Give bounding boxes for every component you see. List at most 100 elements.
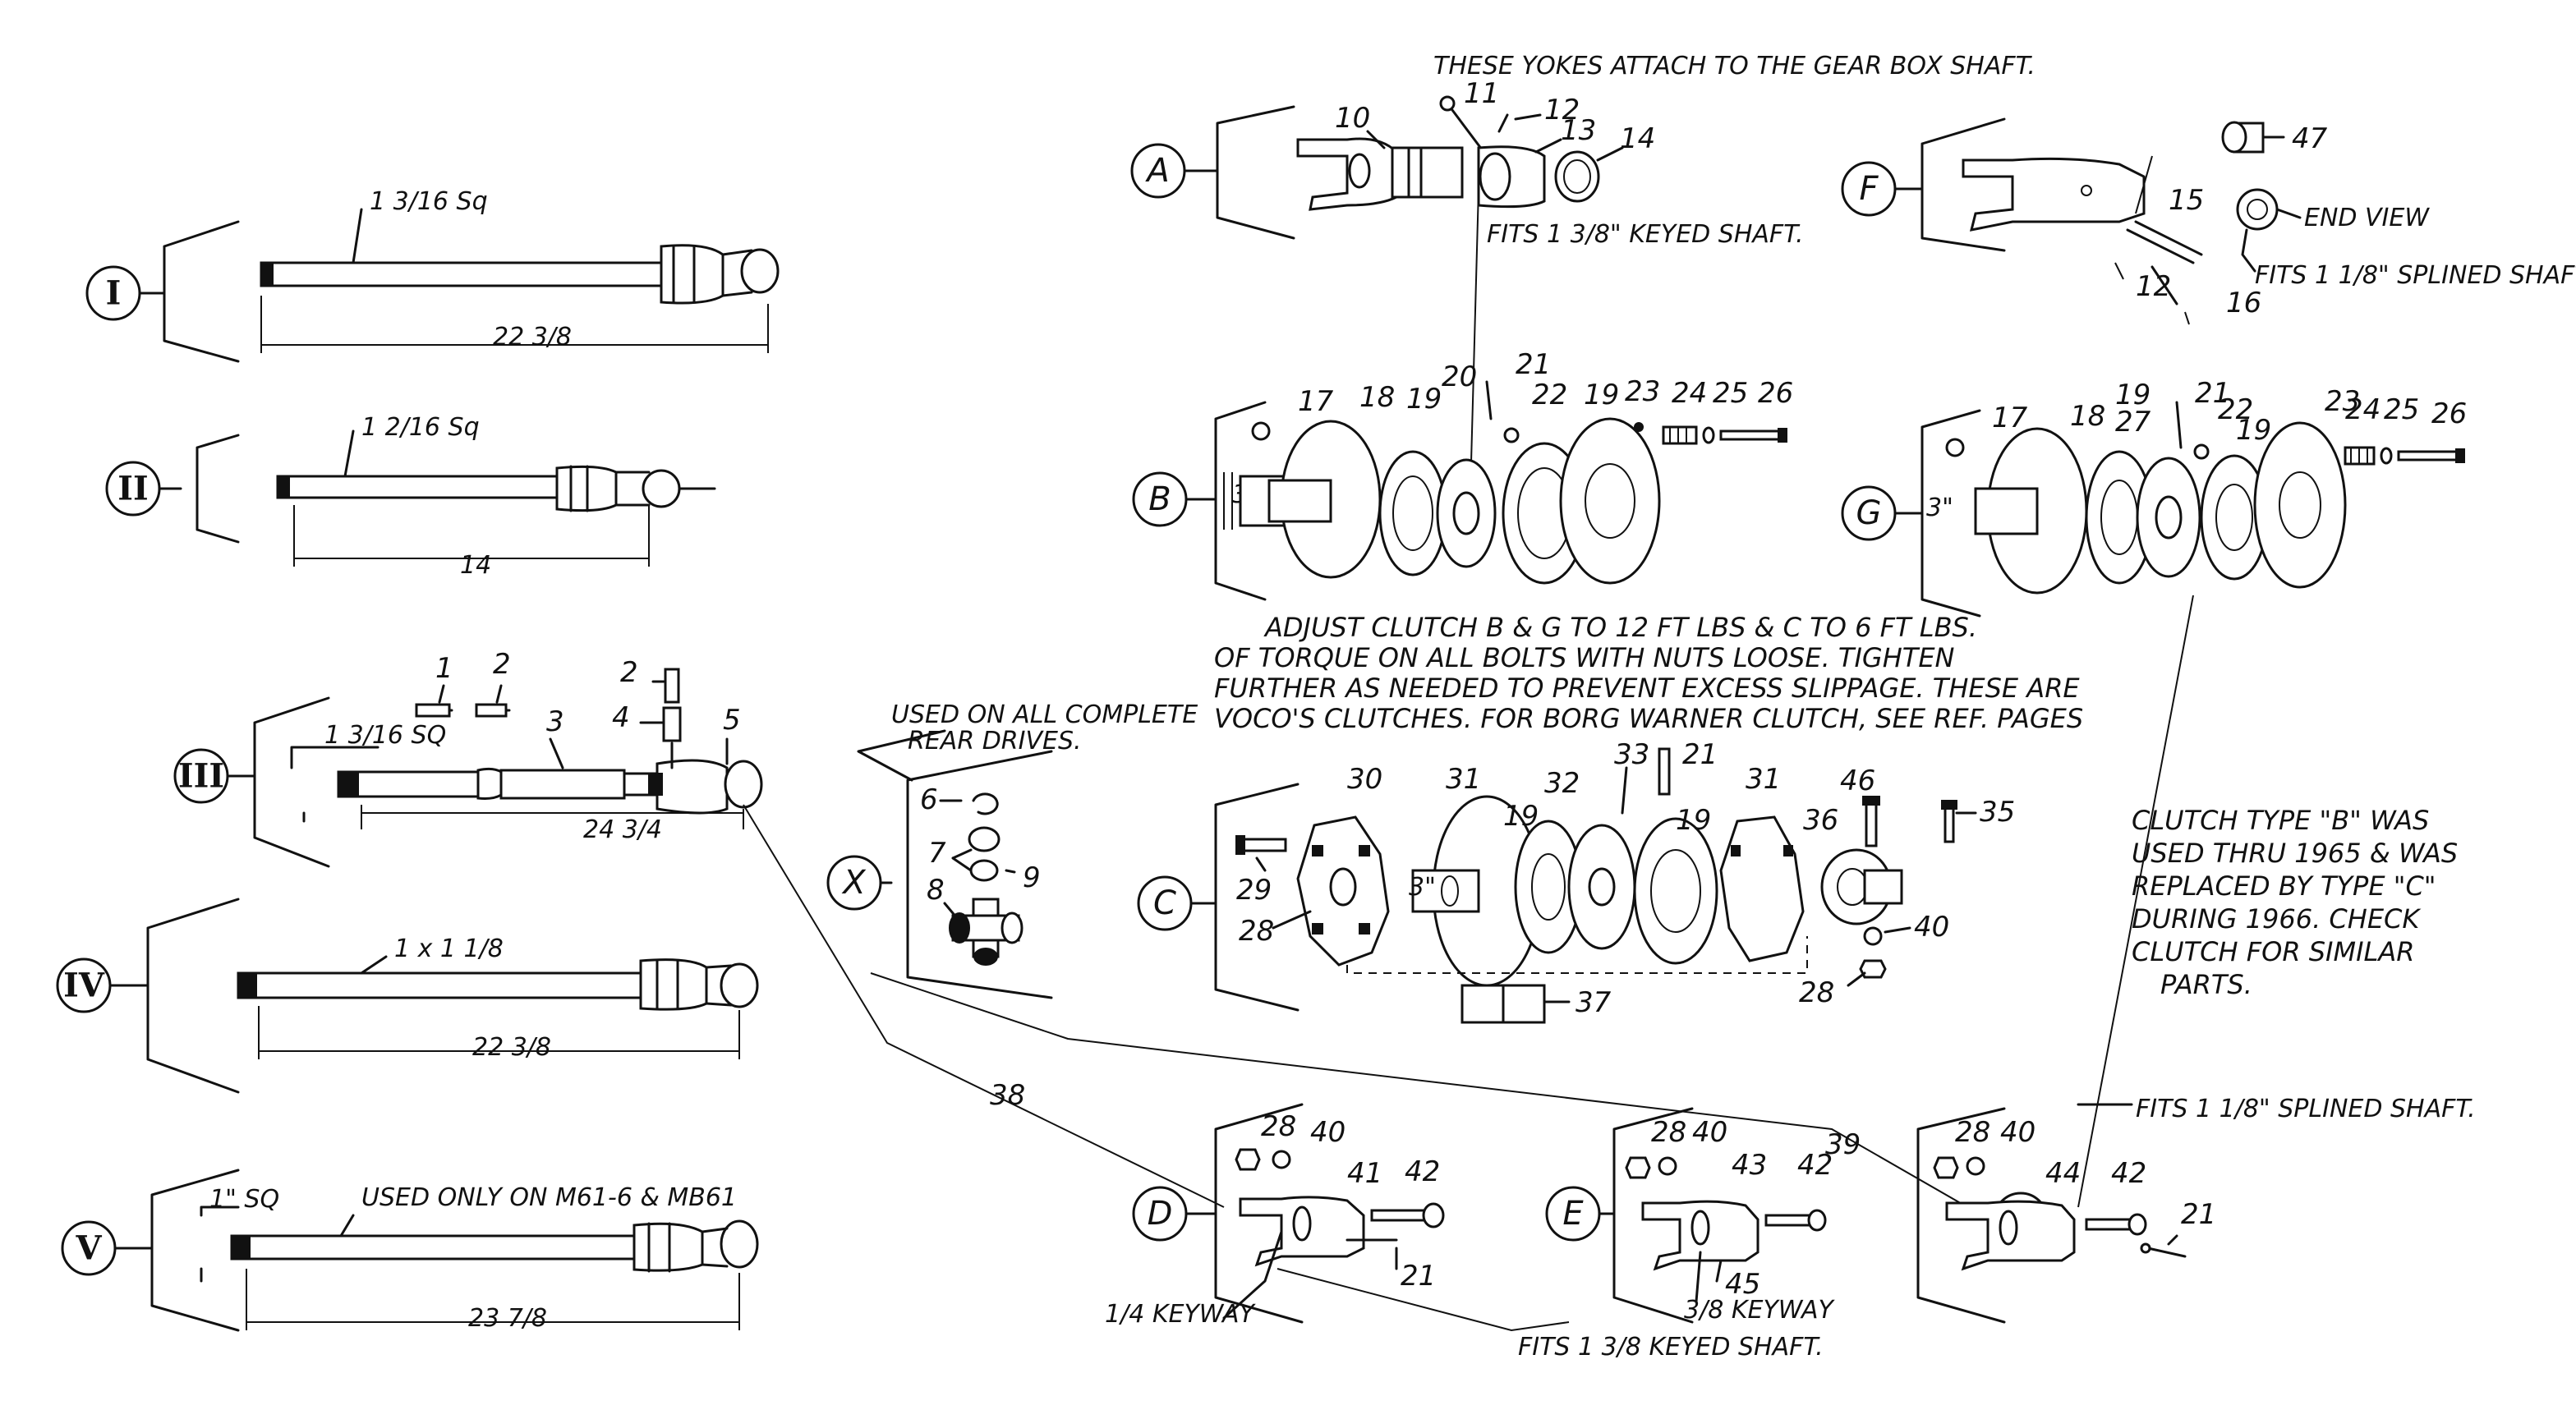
part-d28: 28 — [1261, 1110, 1296, 1143]
part-c19b: 19 — [1676, 804, 1711, 837]
part-g27: 27 — [2115, 406, 2151, 439]
shaft-II: II 1 2/16 Sq 14 — [105, 413, 716, 580]
note-type-b-5: CLUTCH FOR SIMILAR — [2132, 936, 2414, 967]
part-g26: 26 — [2431, 397, 2467, 430]
part-d21: 21 — [1401, 1260, 1436, 1293]
part-c21: 21 — [1682, 738, 1718, 771]
note-type-b-6: PARTS. — [2160, 969, 2252, 1000]
part-22: 22 — [1532, 379, 1567, 411]
shaft-II-length: 14 — [460, 551, 491, 580]
shaft-I: I 1 3/16 Sq 22 3/8 — [85, 187, 780, 363]
group-D: D 28 40 41 42 21 1/4 KEYWAY FITS 1 3/8 K… — [1105, 1103, 1824, 1362]
part-g25: 25 — [2384, 393, 2419, 426]
part-19b: 19 — [1584, 379, 1619, 411]
shaft-V-size: 1" SQ — [209, 1185, 279, 1214]
part-c35: 35 — [1980, 796, 2015, 829]
group-X: USED ON ALL COMPLETE REAR DRIVES. X 6 7 … — [826, 700, 1198, 999]
note-type-b-1: CLUTCH TYPE "B" WAS — [2132, 805, 2429, 836]
part-2: 2 — [493, 648, 511, 681]
part-47: 47 — [2292, 122, 2328, 155]
note-end-view: END VIEW — [2304, 204, 2430, 232]
shaft-V-label: V — [75, 1229, 102, 1268]
dim-3in-g: 3" — [1926, 494, 1953, 522]
type-b-note: CLUTCH TYPE "B" WAS USED THRU 1965 & WAS… — [2132, 805, 2458, 1000]
shaft-II-size: 1 2/16 Sq — [361, 413, 480, 442]
part-13: 13 — [1561, 114, 1596, 147]
part-1: 1 — [435, 652, 453, 685]
part-g21: 21 — [2195, 377, 2230, 410]
part-g23: 23 — [2325, 385, 2360, 418]
part-c29: 29 — [1236, 874, 1272, 907]
part-23: 23 — [1625, 375, 1660, 408]
shaft-III-label: III — [178, 757, 224, 796]
adjust-note: ADJUST CLUTCH B & G TO 12 FT LBS & C TO … — [1214, 612, 2083, 734]
part-g17: 17 — [1992, 402, 2028, 434]
shaft-III-length: 24 3/4 — [583, 815, 662, 844]
part-c36: 36 — [1803, 804, 1838, 837]
part-d40: 40 — [1310, 1116, 1346, 1149]
part-39: 39 — [1825, 1128, 1861, 1161]
part-c30: 30 — [1347, 763, 1382, 796]
shaft-I-label: I — [106, 274, 122, 313]
part-h40: 40 — [2000, 1116, 2036, 1149]
part-18: 18 — [1359, 381, 1395, 414]
note-used-all-rear-1: USED ON ALL COMPLETE — [891, 700, 1198, 729]
group-C: C 29 30 28 3" 31 19 32 33 21 — [1137, 738, 2015, 1024]
note-quarter-keyway: 1/4 KEYWAY — [1105, 1300, 1256, 1329]
part-h44: 44 — [2045, 1157, 2081, 1190]
part-d41: 41 — [1347, 1157, 1382, 1190]
note-fits-138-keyed: FITS 1 3/8" KEYED SHAFT. — [1487, 220, 1803, 249]
group-E: E 28 40 43 42 45 3/8 KEYWAY — [1545, 1107, 1835, 1325]
part-e45: 45 — [1725, 1268, 1760, 1301]
part-8: 8 — [927, 874, 945, 907]
shaft-III: III 1 3/16 SQ 24 3/4 1 2 3 2 4 5 — [173, 648, 763, 868]
group-X-label: X — [841, 864, 867, 902]
note-fits-138-keyed-bottom: FITS 1 3/8 KEYED SHAFT. — [1518, 1333, 1824, 1362]
part-c32: 32 — [1544, 767, 1580, 800]
part-c31: 31 — [1446, 763, 1481, 796]
shaft-V-length: 23 7/8 — [468, 1304, 547, 1333]
part-16: 16 — [2226, 287, 2261, 319]
group-B: B 3" 17 18 19 20 21 22 19 23 — [1132, 348, 1793, 601]
part-12f: 12 — [2136, 270, 2171, 303]
part-4: 4 — [612, 701, 630, 734]
part-g22: 22 — [2218, 393, 2253, 426]
note-used-all-rear-2: REAR DRIVES. — [908, 727, 1082, 755]
part-c31b: 31 — [1746, 763, 1781, 796]
shaft-IV-length: 22 3/8 — [472, 1033, 551, 1062]
part-3: 3 — [546, 705, 564, 738]
part-15: 15 — [2169, 184, 2204, 217]
shaft-IV: IV 1 x 1 1/8 22 3/8 — [56, 898, 759, 1094]
note-adjust-4: VOCO'S CLUTCHES. FOR BORG WARNER CLUTCH,… — [1214, 703, 2083, 734]
part-d42: 42 — [1405, 1155, 1440, 1188]
shaft-II-label: II — [117, 470, 148, 508]
part-h28: 28 — [1955, 1116, 1990, 1149]
part-g19b: 19 — [2236, 414, 2271, 447]
group-B-label: B — [1148, 480, 1171, 518]
group-H: FITS 1 1/8" SPLINED SHAFT. B 28 40 44 42… — [1916, 1095, 2476, 1324]
part-20: 20 — [1442, 360, 1477, 393]
shaft-IV-size: 1 x 1 1/8 — [394, 935, 504, 963]
note-three-eighths-keyway: 3/8 KEYWAY — [1684, 1296, 1835, 1325]
note-adjust-3: FURTHER AS NEEDED TO PREVENT EXCESS SLIP… — [1214, 673, 2080, 704]
part-e43: 43 — [1732, 1149, 1767, 1182]
note-adjust-1: ADJUST CLUTCH B & G TO 12 FT LBS & C TO … — [1263, 612, 1977, 643]
part-5: 5 — [723, 704, 741, 737]
part-12: 12 — [1544, 94, 1580, 126]
note-adjust-2: OF TORQUE ON ALL BOLTS WITH NUTS LOOSE. … — [1214, 642, 1955, 673]
note-fits-118-splined-f: FITS 1 1/8" SPLINED SHAFT. — [2255, 261, 2576, 290]
part-21: 21 — [1516, 348, 1551, 381]
part-g24: 24 — [2345, 393, 2380, 426]
part-c28b: 28 — [1799, 976, 1834, 1009]
group-A: THESE YOKES ATTACH TO THE GEAR BOX SHAFT… — [1130, 52, 2036, 249]
group-A-label: A — [1144, 152, 1169, 190]
part-17: 17 — [1298, 385, 1334, 418]
group-F: F 47 END VIEW FITS 1 1/8" SPLINED SHAFT.… — [1841, 117, 2576, 325]
part-c37: 37 — [1576, 986, 1612, 1019]
group-F-label: F — [1859, 170, 1879, 208]
group-D-label: D — [1148, 1195, 1173, 1233]
part-e40: 40 — [1692, 1116, 1727, 1149]
part-c28: 28 — [1239, 915, 1274, 948]
note-fits-118-splined-h: FITS 1 1/8" SPLINED SHAFT. — [2136, 1095, 2476, 1123]
